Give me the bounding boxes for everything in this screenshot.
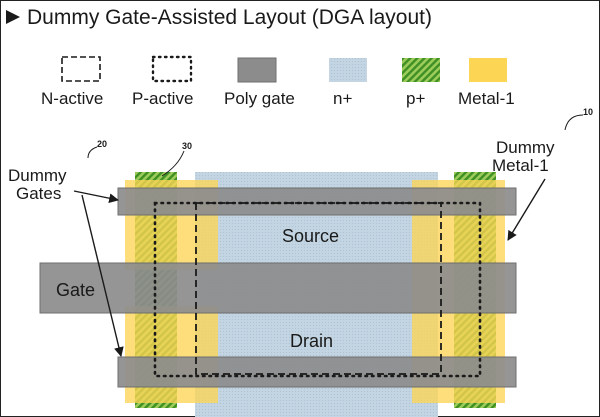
legend-swatch-p-active [151,55,193,83]
legend: N-active P-active Poly gate n+ p+ Metal-… [41,55,515,108]
dummy-gates-label-line1: Dummy [8,166,67,185]
gate-poly [39,262,517,314]
gate-label: Gate [56,280,95,300]
legend-label-metal-1: Metal-1 [458,89,515,108]
source-label: Source [282,226,339,246]
ref-30-leader [161,150,185,177]
ref-10-leader [564,114,584,131]
legend-swatch-metal-1 [469,58,507,82]
page-title: Dummy Gate-Assisted Layout (DGA layout) [27,6,432,29]
ref-number-30: 30 [182,141,192,151]
p-active-outline [153,201,482,378]
dummy-metal-label-line2: Metal-1 [492,156,549,175]
legend-swatch-n-plus [329,58,367,82]
legend-label-n-active: N-active [41,89,103,108]
ref-number-10: 10 [583,107,593,117]
ref-20-leader [87,146,98,159]
legend-swatch-p-plus [402,58,440,82]
arrow-to-dummy-gate-top [73,190,119,204]
legend-swatch-n-active [61,56,101,82]
dummy-metal-label-line1: Dummy [496,138,555,157]
dummy-gate-top [117,187,517,216]
annotations: Dummy Gates Dummy Metal-1 20 30 10 [8,107,593,357]
legend-label-poly-gate: Poly gate [224,89,295,108]
legend-label-p-active: P-active [132,89,193,108]
arrow-to-dummy-metal [507,178,546,241]
legend-label-p-plus: p+ [406,89,425,108]
metal-1-left-lower [125,306,218,403]
legend-swatch-poly-gate [237,57,277,83]
layout-drawing: Gate Source Drain [39,172,517,417]
ref-number-20: 20 [97,139,107,149]
title-bullet-icon [6,10,20,24]
arrow-to-dummy-gate-bottom [81,194,124,357]
dummy-gate-bottom [117,356,517,388]
drain-label: Drain [290,331,333,351]
legend-label-n-plus: n+ [333,89,352,108]
dummy-gates-label-line2: Gates [16,184,61,203]
